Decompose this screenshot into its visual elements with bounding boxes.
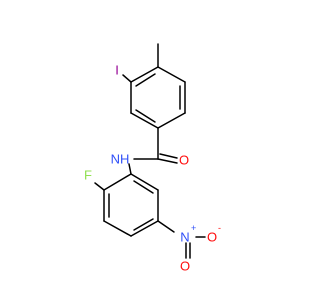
bond-ring1-c4-c5-inner (135, 109, 156, 123)
atom-labels: I O NH F N + O O - (84, 63, 221, 274)
atom-amide-nh: NH (111, 152, 130, 167)
bond-ring2-c6-c1-inner (133, 180, 154, 194)
bond-ring-nitro (157, 220, 175, 233)
atom-nitro-oxygen-double: O (180, 259, 190, 274)
bond-carbonyl-double-a (157, 158, 178, 164)
bond-ring1-c3-c4 (157, 112, 186, 129)
structure-canvas: I O NH F N + O O - (84, 43, 221, 274)
bond-ring2-c3-c4 (103, 220, 132, 237)
bond-ring1-c4-c5 (130, 112, 159, 129)
bond-ring2-c4-c5-inner (133, 218, 154, 231)
bond-ring2-c4-c5 (130, 220, 159, 237)
atom-iodine: I (115, 63, 119, 78)
bond-ring1-c1-c2 (157, 66, 186, 83)
bond-ring1-c6-c1-inner (135, 73, 156, 87)
bond-fluorine (94, 182, 105, 191)
bond-nh-ring2 (128, 163, 132, 175)
molecule-structure-diagram: I O NH F N + O O - (84, 43, 221, 274)
charge-plus: + (191, 223, 196, 233)
bond-ring2-c1-c2 (103, 173, 132, 191)
atom-carbonyl-oxygen: O (179, 153, 189, 168)
bond-ring2-c6-c1 (130, 173, 159, 191)
atom-nitro-oxygen-single: O (207, 230, 217, 245)
bond-ring1-c6-c1 (130, 66, 159, 83)
atom-nitro-nitrogen: N (180, 230, 189, 245)
bond-iodine (122, 74, 132, 83)
bond-carbonyl-double-b (159, 153, 178, 159)
charge-minus: - (218, 223, 221, 233)
atom-fluorine: F (84, 168, 92, 183)
bonds (94, 43, 206, 259)
